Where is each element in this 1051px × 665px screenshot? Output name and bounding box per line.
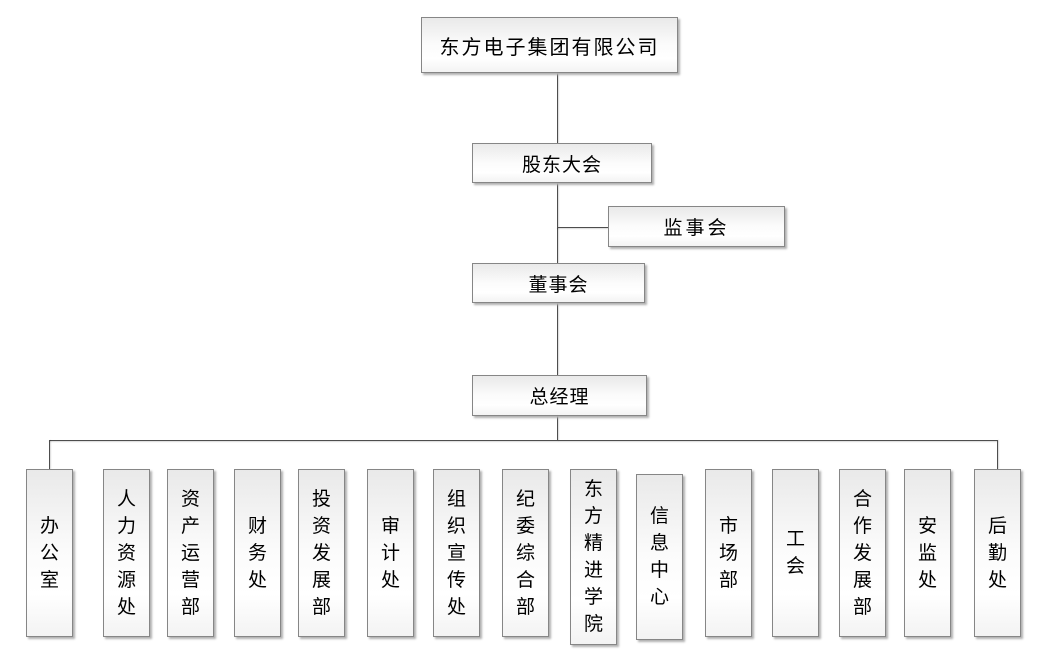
org-box-general-manager: 总经理 xyxy=(472,375,647,416)
org-box-board-of-directors: 董事会 xyxy=(472,263,645,303)
org-box-department-marketing: 市 场 部 xyxy=(705,469,752,637)
org-box-shareholders-meeting: 股东大会 xyxy=(472,143,652,183)
connector-bus-horizontal xyxy=(49,440,998,441)
connector-gm-to-bus xyxy=(557,416,558,441)
connector-bus-drop-left xyxy=(49,440,50,469)
org-box-department-academy: 东 方 精 进 学 院 xyxy=(570,469,617,645)
org-box-department-logistics: 后 勤 处 xyxy=(974,469,1021,637)
org-box-department-investment-dev: 投 资 发 展 部 xyxy=(298,469,345,637)
org-box-department-safety-supervision: 安 监 处 xyxy=(904,469,951,637)
org-box-department-cooperation-dev: 合 作 发 展 部 xyxy=(839,469,886,637)
connector-branch-supervisors xyxy=(557,227,608,228)
org-box-department-finance: 财 务 处 xyxy=(234,469,281,637)
org-box-supervisory-board: 监事会 xyxy=(608,206,785,247)
org-box-department-labor-union: 工 会 xyxy=(772,469,819,637)
org-box-department-audit: 审 计 处 xyxy=(367,469,414,637)
org-box-department-asset-operations: 资 产 运 营 部 xyxy=(167,469,214,637)
org-box-department-org-publicity: 组 织 宣 传 处 xyxy=(433,469,480,637)
org-box-department-human-resources: 人 力 资 源 处 xyxy=(103,469,150,637)
connector-shareholders-to-directors xyxy=(557,183,558,263)
connector-company-to-shareholders xyxy=(557,72,558,143)
org-box-department-info-center: 信 息 中 心 xyxy=(636,474,683,640)
org-box-company: 东方电子集团有限公司 xyxy=(421,17,678,73)
org-box-department-office: 办 公 室 xyxy=(26,469,73,637)
connector-directors-to-gm xyxy=(557,303,558,375)
org-box-department-discipline: 纪 委 综 合 部 xyxy=(502,469,549,637)
connector-bus-drop-right xyxy=(997,440,998,469)
